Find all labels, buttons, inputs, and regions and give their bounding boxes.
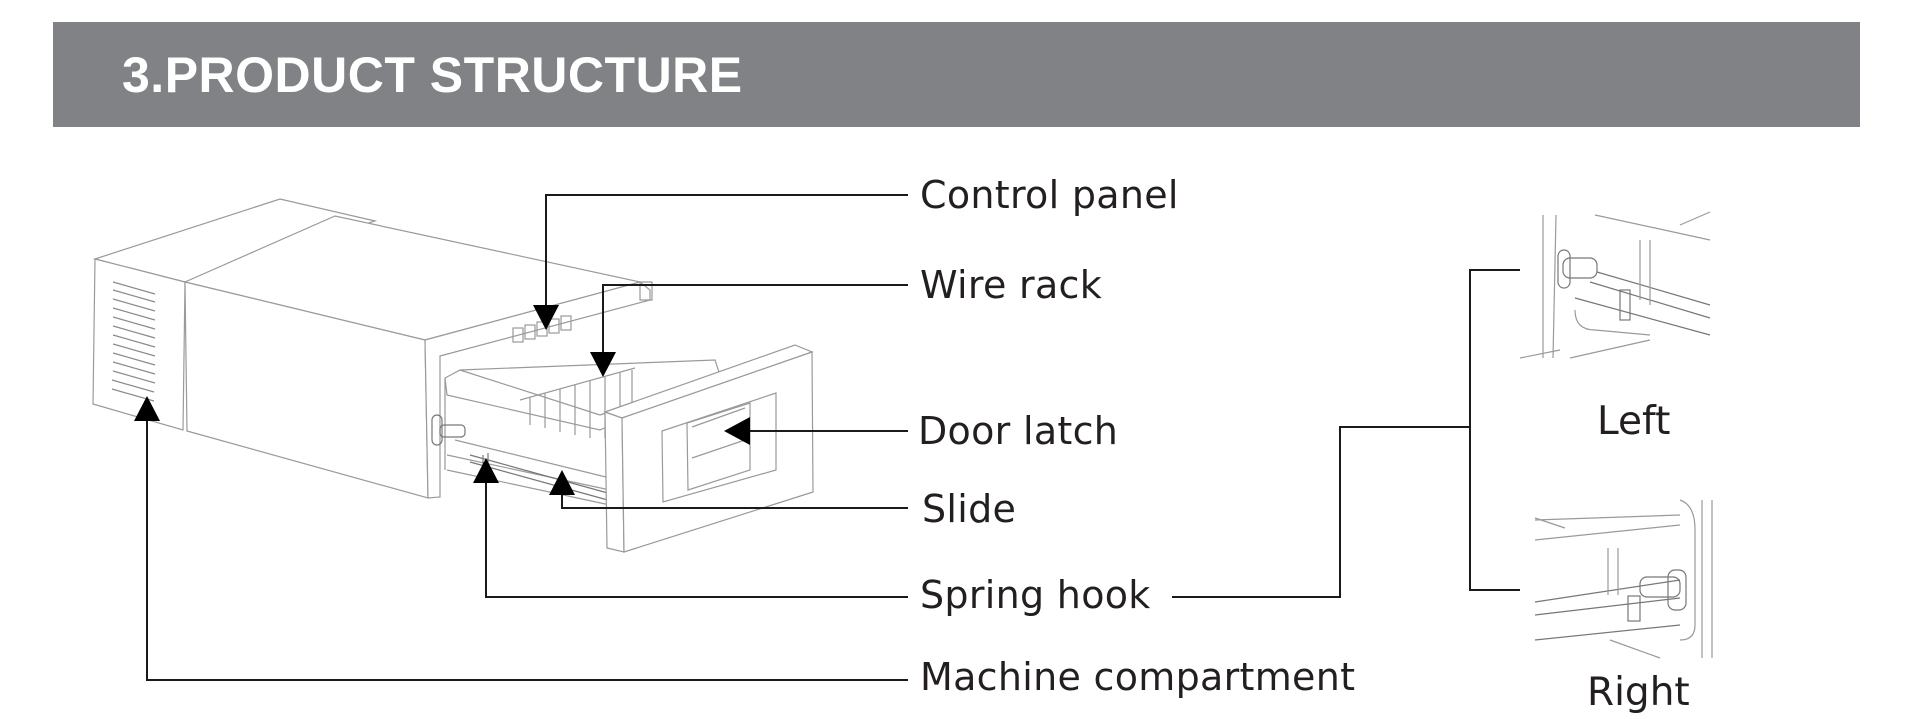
machine-compartment-body <box>92 198 378 431</box>
section-header: 3.PRODUCT STRUCTURE <box>53 22 1860 127</box>
arrow-spring-hook-icon <box>473 458 499 483</box>
arrow-control-panel-icon <box>533 305 559 330</box>
part-label-door-latch: Door latch <box>918 409 1119 453</box>
detail-caption-left: Left <box>1597 399 1671 444</box>
leader-lines <box>146 194 1520 681</box>
leader-spring-hook-detail <box>1172 426 1470 598</box>
leader-wire-rack <box>602 284 908 355</box>
detail-caption-right: Right <box>1587 670 1690 715</box>
part-label-machine-compartment: Machine compartment <box>920 655 1356 699</box>
leader-machine-compartment <box>146 418 908 681</box>
detail-view-right <box>1534 499 1713 659</box>
vent-slots <box>111 281 156 402</box>
arrow-machine-compartment-icon <box>134 396 160 421</box>
leader-spring-hook <box>485 480 908 598</box>
part-label-control-panel: Control panel <box>920 173 1179 217</box>
arrow-wire-rack-icon <box>590 352 616 377</box>
arrowheads <box>134 305 750 495</box>
detail-bracket <box>1469 269 1520 591</box>
section-title: 3.PRODUCT STRUCTURE <box>122 47 743 103</box>
detail-view-left <box>1519 211 1711 359</box>
leader-slide <box>561 492 908 509</box>
arrow-door-latch-icon <box>724 417 750 445</box>
part-label-wire-rack: Wire rack <box>920 263 1103 307</box>
appliance-drawing <box>92 198 814 553</box>
leader-control-panel <box>545 194 908 308</box>
arrow-slide-icon <box>549 470 575 495</box>
drawer-front <box>603 344 814 553</box>
part-label-spring-hook: Spring hook <box>920 573 1151 617</box>
part-label-slide: Slide <box>922 487 1017 531</box>
cabinet-body <box>183 215 653 499</box>
